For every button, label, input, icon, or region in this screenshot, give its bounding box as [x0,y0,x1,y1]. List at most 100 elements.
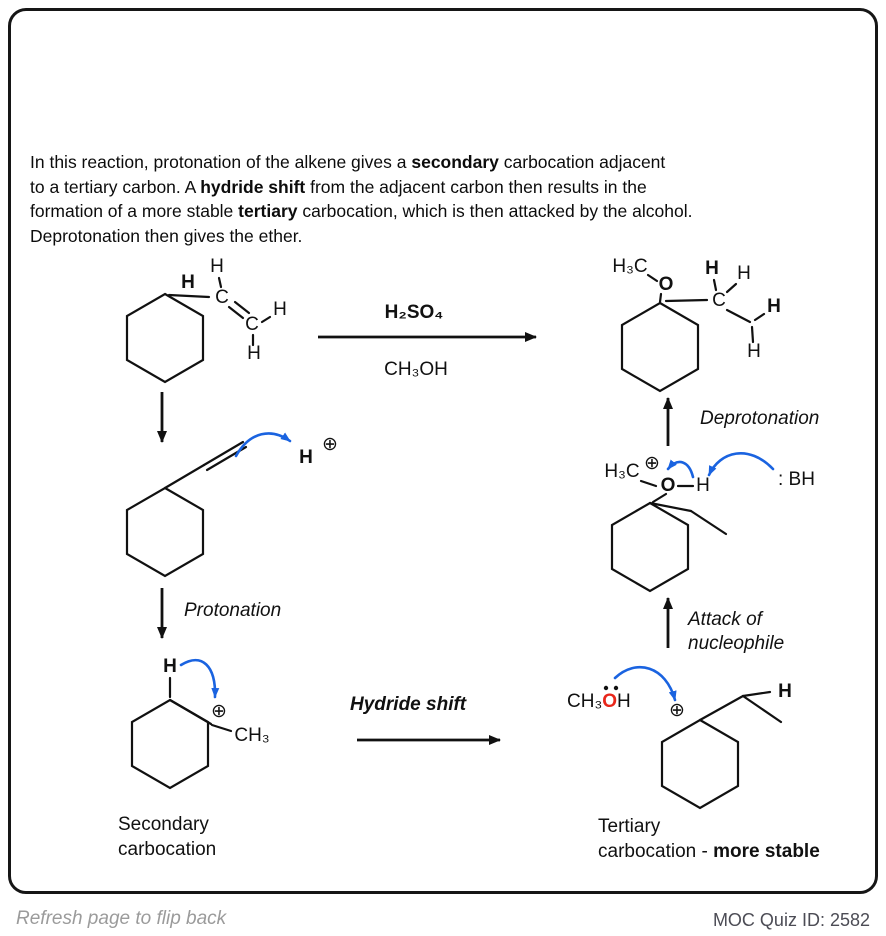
intro-text: carbocation adjacent [498,152,666,172]
lone-pair-dot [603,685,609,691]
intro-line: to a tertiary carbon. A hydride shift fr… [30,175,862,200]
reaction-conditions: H₂SO₄ CH₃OH [318,302,537,380]
plus-charge: ⊕ [322,434,338,455]
bond [648,501,693,513]
bond [163,463,206,490]
curved-arrow-hydride-shift [179,658,220,699]
label-hydride-shift: Hydride shift [350,694,467,715]
bond [664,298,709,303]
bond [639,479,658,488]
bond [712,278,718,292]
label-attack-2: nucleophile [688,633,784,654]
bond [689,509,728,536]
reagent-h2so4: H₂SO₄ [385,302,444,323]
intro-text-bold: tertiary [238,201,298,221]
intro-text-bold: secondary [411,152,499,172]
atom-h-gray: H [737,263,751,284]
atom-h-gray: H [210,256,224,277]
bond [698,694,745,722]
label-tertiary-1: Tertiary [598,816,661,837]
bond [725,308,752,324]
cyclohexane-ring [610,501,690,593]
base-bh: : BH [778,469,815,490]
cyclohexane-ring [620,301,700,393]
label-secondary-2: carbocation [118,839,216,860]
group-h3c: H₃C [612,256,647,277]
curved-arrow-oh-to-o [666,459,695,479]
bond [741,694,783,724]
bond [750,325,755,344]
cyclohexane-ring [130,698,210,790]
bond [646,273,659,283]
label-protonation: Protonation [184,600,281,621]
curved-arrow-base-to-h [707,452,775,477]
footer-flip-hint: Refresh page to flip back [16,908,227,929]
double-bond-line [233,300,251,315]
intro-text-bold: hydride shift [200,176,306,197]
atom-c: C [712,290,726,311]
cyclohexane-ring [125,486,205,578]
atom-c: C [215,287,229,308]
structure-tertiary-carbocation: CH₃OH ⊕ H [567,666,792,810]
atom-h-gray: H [747,341,761,362]
group-ch3: CH₃ [234,725,269,746]
plus-charge: ⊕ [669,700,685,721]
group-h3c: H₃C [604,461,639,482]
label-attack-1: Attack of [687,609,764,630]
bond [210,723,233,733]
label-secondary-1: Secondary [118,814,209,835]
bond [725,282,738,294]
methanol-ch3: CH₃ [567,691,602,712]
intro-text: to a tertiary carbon. A [30,176,201,197]
intro-line: In this reaction, protonation of the alk… [30,150,862,175]
bond [741,690,772,698]
atom-h-blue: H [163,656,177,677]
reagent-ch3oh: CH₃OH [384,359,448,380]
intro-text: carbocation, which is then attacked by t… [297,201,693,221]
atom-h-blue: H [705,258,719,279]
bond [167,293,211,299]
bond [217,276,223,289]
atom-o-red: O [661,475,676,496]
label-more-stable: more stable [713,841,820,862]
quiz-card [8,8,878,894]
intro-paragraph: In this reaction, protonation of the alk… [30,150,862,248]
label-deprotonation: Deprotonation [700,408,819,429]
bond [753,312,766,322]
double-bond-line [202,440,245,467]
footer-quiz-id: MOC Quiz ID: 2582 [712,910,870,930]
atom-o-red: O [659,274,674,295]
intro-line: Deprotonation then gives the ether. [30,224,862,249]
structure-secondary-carbocation: H ⊕ CH₃ [130,656,270,790]
intro-text: from the adjacent carbon then results in… [305,176,647,197]
atom-h-bold: H [767,296,781,317]
atom-h-gray: H [273,299,287,320]
intro-text: Deprotonation then gives the ether. [30,225,303,246]
methanol-o-red: O [602,691,617,712]
curved-arrow-o-to-cation [613,666,677,702]
atom-h-blue: H [181,272,195,293]
methanol-label: CH₃OH [567,691,631,712]
bond [651,492,668,504]
plus-charge: ⊕ [211,701,227,722]
label-tertiary-2: carbocation - more stable [598,841,820,862]
structure-vinylcyclohexane-start: H C H C H H [125,256,287,384]
cyclohexane-ring [125,292,205,384]
atom-h-proton: H [299,447,313,468]
bond [658,292,663,304]
atom-h-gray: H [247,343,261,364]
double-bond-line [227,305,245,320]
structure-vinylcyclohexane-plain: H ⊕ [125,432,338,578]
atom-h: H [696,475,710,496]
atom-c: C [245,314,259,335]
atom-h-bold: H [778,681,792,702]
curved-arrow-pi-to-proton [234,432,292,458]
intro-text: formation of a more stable [30,201,239,221]
label-tertiary-2-pre: carbocation - [598,841,713,862]
structure-product-ether: O H₃C C H H H H [612,256,781,393]
cyclohexane-ring [660,718,740,810]
intro-text: In this reaction, protonation of the alk… [30,152,412,172]
bond [260,315,272,324]
bond [168,698,213,726]
